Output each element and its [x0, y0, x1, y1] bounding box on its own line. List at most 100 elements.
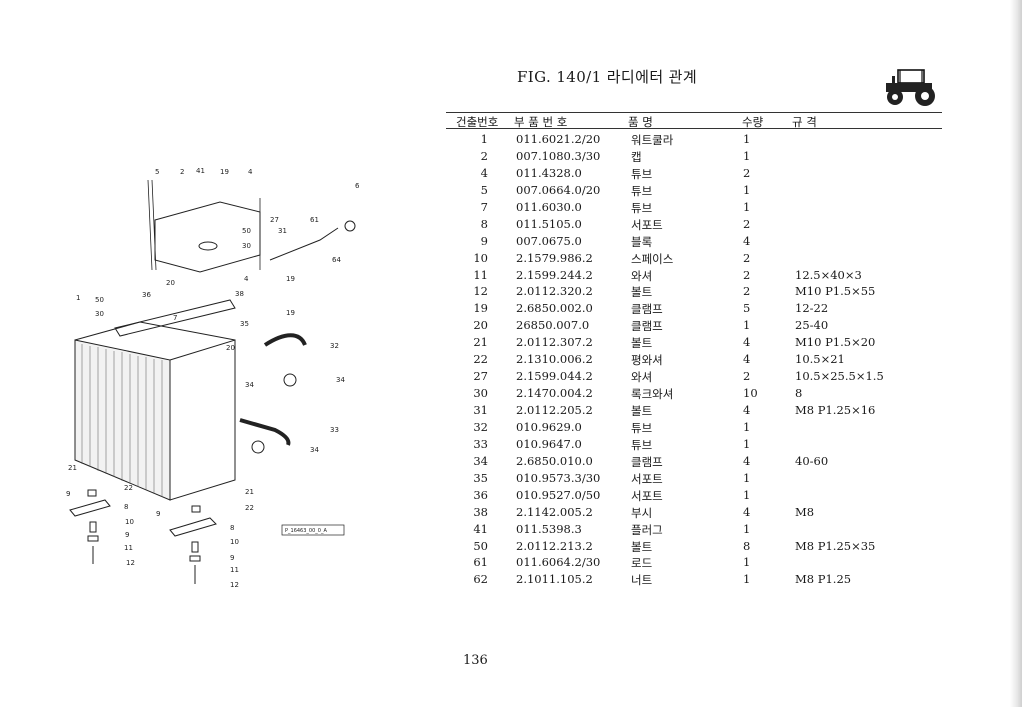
item-number: 8 — [480, 216, 488, 231]
tractor-icon — [886, 69, 935, 106]
callout-number: 22 — [124, 484, 133, 492]
item-number: 61 — [473, 555, 488, 570]
quantity: 2 — [743, 284, 751, 299]
quantity: 4 — [743, 453, 751, 468]
callout-number: 12 — [230, 581, 239, 589]
quantity: 4 — [743, 504, 751, 519]
quantity: 2 — [743, 216, 751, 231]
item-number: 34 — [473, 453, 488, 468]
quantity: 4 — [743, 233, 751, 248]
callout-number: 50 — [242, 227, 251, 235]
quantity: 2 — [743, 165, 751, 180]
quantity: 1 — [743, 132, 751, 146]
callout-number: 9 — [156, 510, 160, 518]
callout-number: 9 — [125, 531, 129, 539]
header-part-number: 부 품 번 호 — [514, 115, 568, 129]
specification: 40-60 — [795, 453, 829, 468]
item-number: 36 — [473, 487, 488, 502]
part-number: 2.6850.010.0 — [516, 453, 593, 468]
part-number: 2.6850.002.0 — [516, 301, 593, 316]
part-name: 서포트 — [631, 217, 663, 232]
part-name: 와셔 — [631, 268, 653, 283]
part-name: 볼트 — [631, 404, 653, 418]
callout-number: 21 — [245, 488, 254, 496]
part-number: 010.9527.0/50 — [516, 487, 601, 502]
item-number: 50 — [473, 538, 488, 553]
part-name: 평와셔 — [631, 353, 663, 368]
part-name: 와셔 — [631, 370, 653, 385]
specification: M8 — [795, 504, 815, 519]
callout-number: 19 — [286, 309, 295, 317]
part-name: 튜브 — [631, 437, 653, 452]
item-number: 31 — [473, 403, 488, 417]
callout-number: 20 — [166, 279, 175, 287]
item-number: 9 — [480, 233, 488, 248]
radiator-core — [74, 339, 171, 501]
item-number: 5 — [480, 182, 488, 197]
callout-number: 33 — [330, 426, 339, 434]
rod — [269, 227, 339, 261]
quantity: 1 — [743, 182, 751, 197]
callout-number: 1 — [76, 294, 80, 302]
quantity: 2 — [743, 250, 751, 265]
part-name: 튜브 — [631, 200, 653, 215]
item-number: 41 — [473, 521, 488, 536]
part-name: 서포트 — [631, 488, 663, 503]
callout-number: 64 — [332, 256, 341, 264]
callout-number: 4 — [248, 168, 253, 176]
callout-number: 11 — [230, 566, 239, 574]
part-name: 볼트 — [631, 285, 653, 300]
part-number: 007.0664.0/20 — [516, 182, 601, 197]
callout-number: 30 — [242, 242, 251, 250]
specification: 8 — [795, 386, 803, 401]
part-number: 2.1599.044.2 — [516, 369, 593, 384]
filler-neck — [198, 241, 218, 251]
callout-number: 34 — [245, 381, 254, 389]
quantity: 4 — [743, 403, 751, 417]
part-number: 007.0675.0 — [516, 233, 582, 248]
part-name: 클램프 — [631, 319, 663, 334]
specification: M10 P1.5×20 — [795, 335, 876, 350]
part-number: 011.6021.2/20 — [516, 132, 601, 146]
expansion-tank — [154, 201, 261, 273]
part-name: 서포트 — [631, 471, 663, 486]
quantity: 1 — [743, 521, 751, 536]
part-number: 2.1599.244.2 — [516, 267, 593, 282]
callout-number: 38 — [235, 290, 244, 298]
table-row: 5 007.0664.0/20 튜브 1 — [446, 180, 942, 198]
part-name: 튜브 — [631, 183, 653, 198]
part-name: 너트 — [631, 573, 653, 588]
part-number: 011.6064.2/30 — [516, 555, 601, 570]
quantity: 1 — [743, 318, 751, 333]
header-name: 품 명 — [628, 115, 653, 129]
mount-left — [69, 489, 111, 564]
quantity: 1 — [743, 199, 751, 214]
radiator-exploded-diagram: P_16463_00_0_A 5241194636227316150306466… — [66, 167, 360, 589]
part-number: 2.1142.005.2 — [516, 504, 593, 519]
item-number: 35 — [473, 470, 488, 485]
hose-upper — [263, 333, 307, 347]
part-number: 26850.007.0 — [516, 318, 590, 333]
mount-right — [169, 505, 217, 584]
part-number: 2.0112.307.2 — [516, 335, 593, 350]
callout-number: 61 — [310, 216, 319, 224]
header-no: 건출번호 — [456, 115, 499, 129]
specification: 10.5×25.5×1.5 — [795, 369, 884, 384]
quantity: 4 — [743, 352, 751, 367]
